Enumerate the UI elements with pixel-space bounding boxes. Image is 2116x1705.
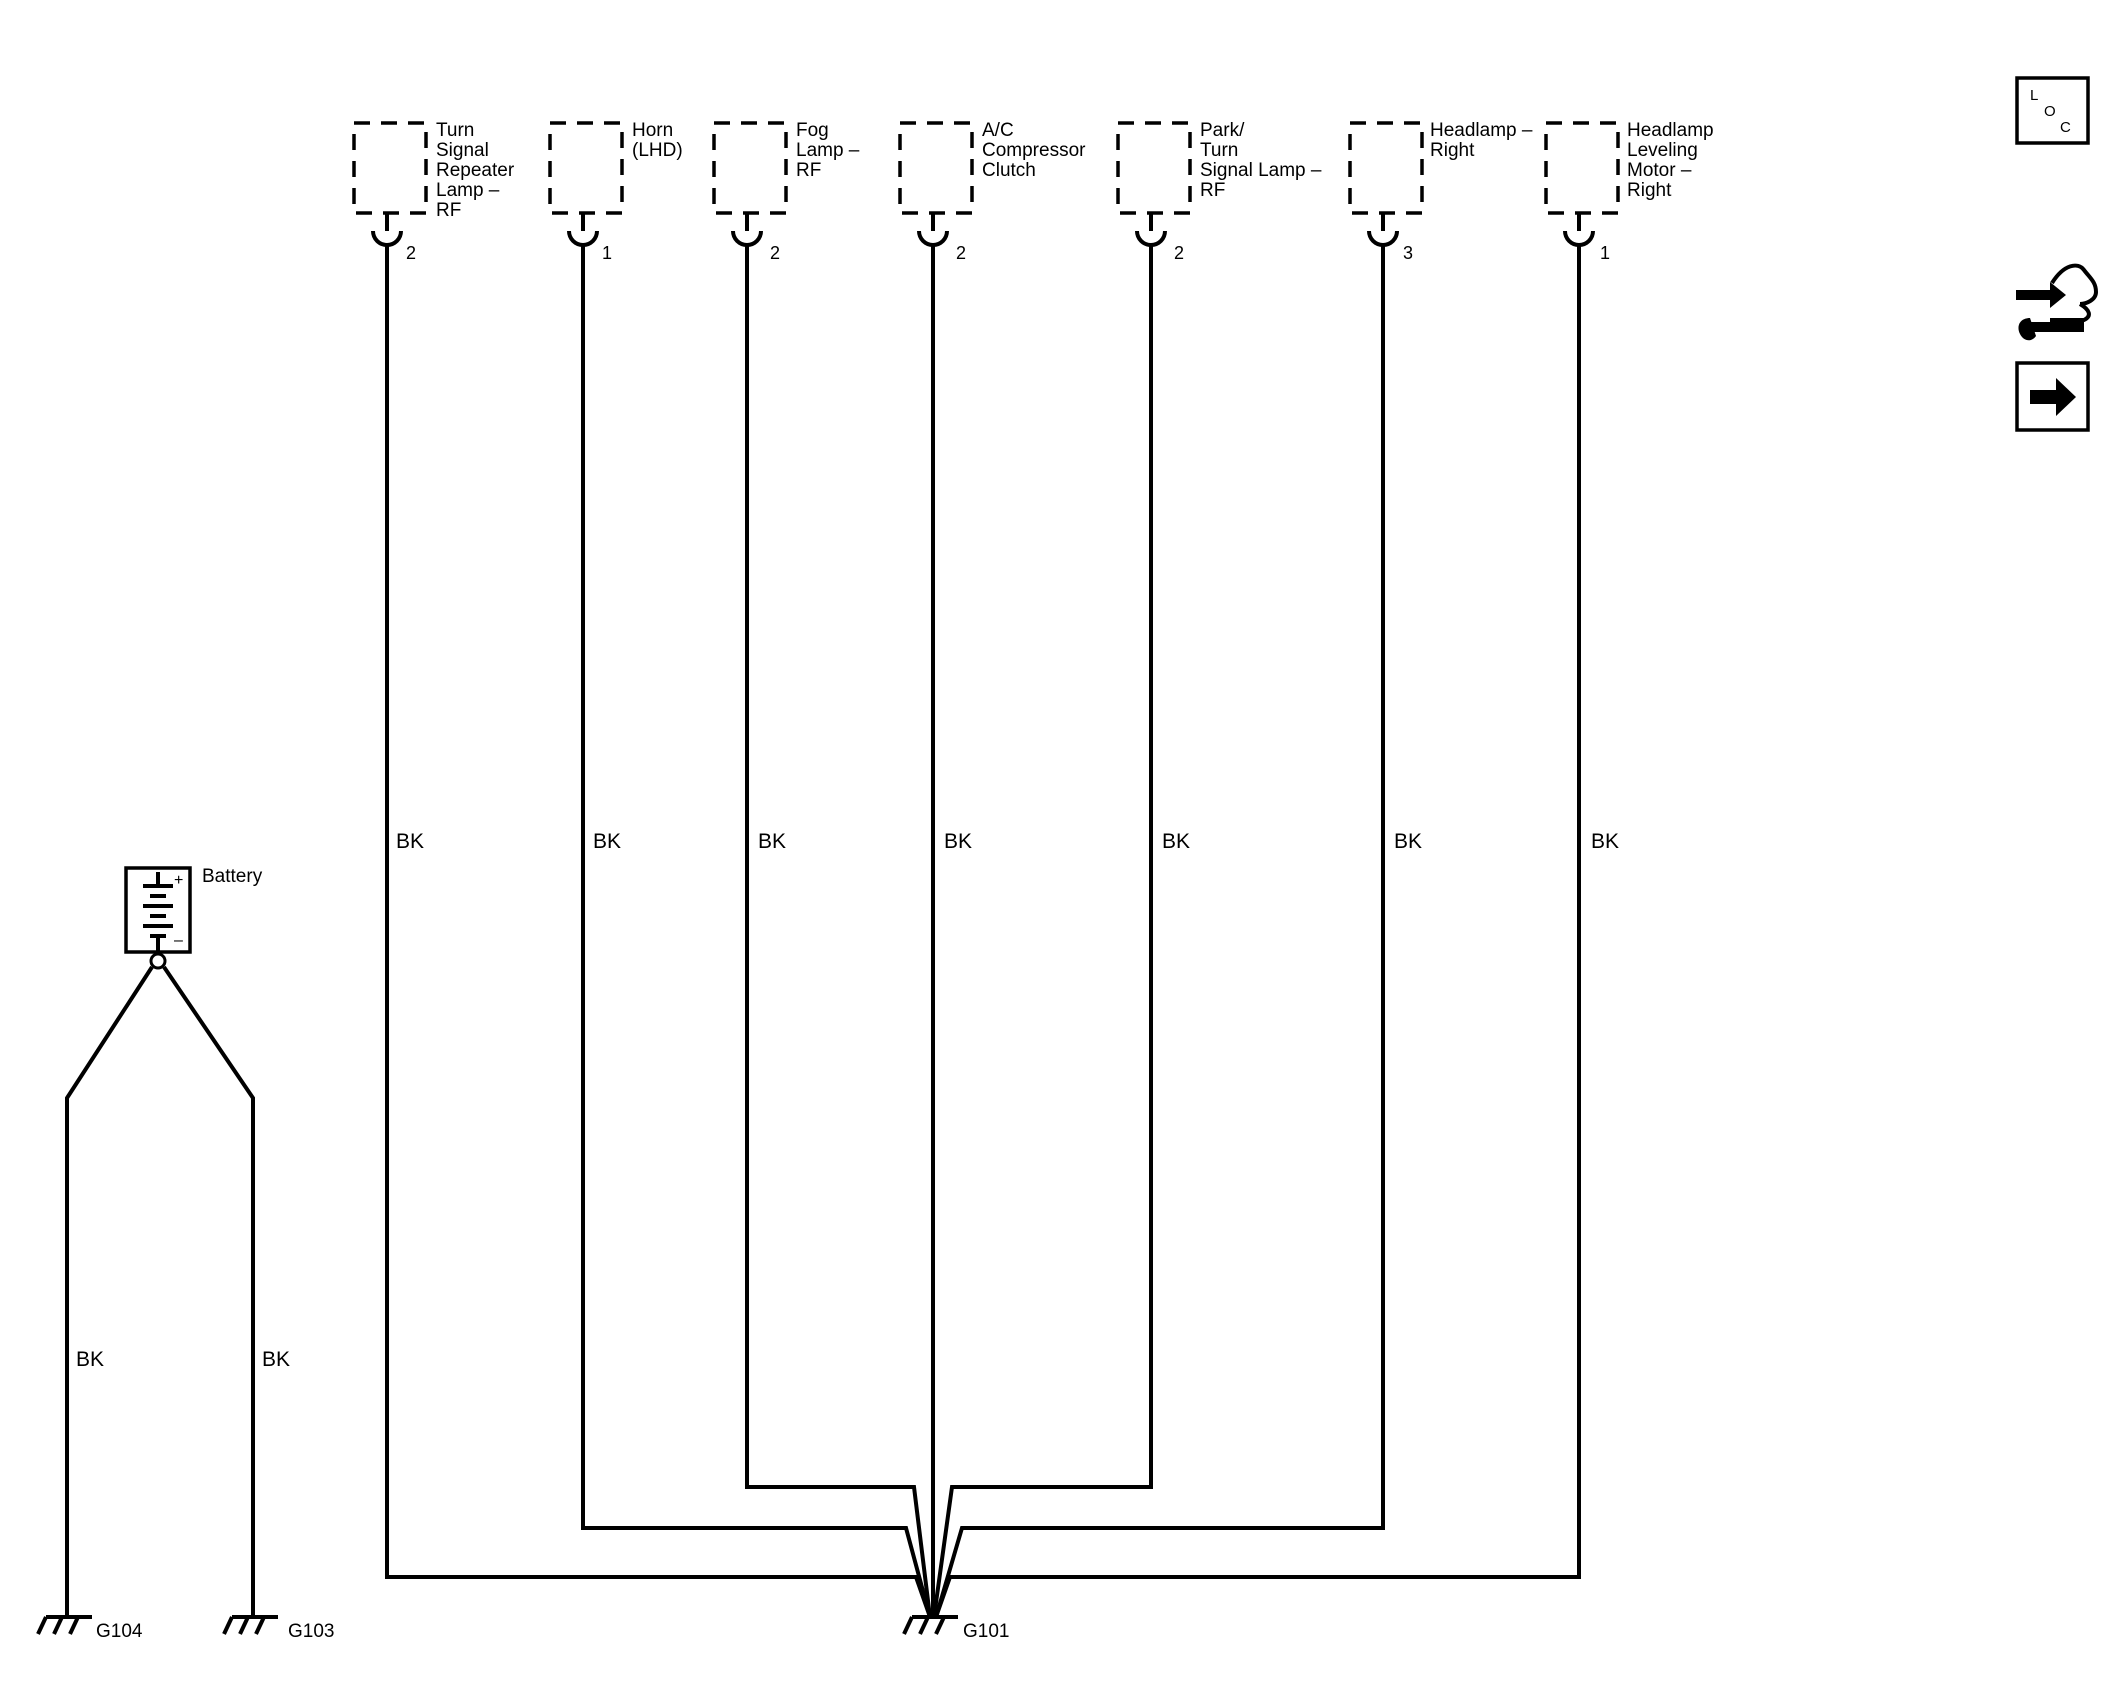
component-label-line: Lamp – [436, 180, 500, 201]
ground-hatch [934, 1616, 946, 1635]
connector-cup-icon [1367, 230, 1399, 247]
pin-number: 1 [1600, 243, 1610, 263]
battery-plus-sign: + [174, 872, 183, 889]
loc-letter: O [2044, 103, 2056, 120]
connector-cup-icon [1135, 230, 1167, 247]
pin-number: 2 [406, 243, 416, 263]
component-outline [352, 121, 428, 215]
ground-wires-g101 [385, 245, 1581, 1618]
next-page-arrow-icon[interactable] [2015, 361, 2090, 432]
ground-hatch [902, 1616, 914, 1635]
component-outline [712, 121, 788, 215]
component-label-line: Signal Lamp – [1200, 160, 1322, 181]
wire-color-label: BK [593, 830, 621, 853]
component-label-line: Compressor [982, 140, 1086, 161]
wire-battery-g104 [65, 965, 154, 1617]
ground-hatch [36, 1616, 48, 1635]
connector-cup-icon [731, 230, 763, 247]
battery-symbol-icon [143, 872, 173, 951]
ground-g104: G104 [36, 1615, 143, 1642]
component-headlamp-leveling-motor-right[interactable]: Headlamp Leveling Motor – Right 1 BK [1544, 120, 1714, 853]
battery-box [124, 866, 192, 954]
pin-number: 2 [956, 243, 966, 263]
pin-number: 3 [1403, 243, 1413, 263]
connector-cup-icon [371, 230, 403, 247]
component-outline [548, 121, 624, 215]
component-outline [1116, 121, 1192, 215]
wire-fog-lamp [745, 245, 932, 1618]
component-outline [1348, 121, 1424, 215]
component-turn-signal-repeater-lamp-rf[interactable]: Turn Signal Repeater Lamp – RF 2 BK [352, 120, 515, 853]
ground-hatch [238, 1616, 250, 1635]
component-label-line: RF [1200, 180, 1225, 201]
component-locator-icon[interactable]: L O C [2015, 76, 2090, 145]
component-label-line: Motor – [1627, 160, 1692, 181]
component-headlamp-right[interactable]: Headlamp – Right 3 BK [1348, 120, 1533, 853]
pin-number: 1 [602, 243, 612, 263]
wire-turn-signal-repeater [385, 245, 932, 1618]
connector-cup-icon [567, 230, 599, 247]
component-label-line: A/C [982, 120, 1014, 141]
wire-color-label: BK [262, 1348, 290, 1371]
ground-hatch [222, 1616, 234, 1635]
component-label-line: Horn [632, 120, 673, 141]
battery-label: Battery [202, 866, 263, 887]
pin-number: 2 [1174, 243, 1184, 263]
battery-terminal [149, 952, 167, 970]
component-park-turn-signal-lamp-rf[interactable]: Park/ Turn Signal Lamp – RF 2 BK [1116, 120, 1322, 853]
ground-label: G103 [288, 1621, 334, 1642]
component-outline [898, 121, 974, 215]
wire-color-label: BK [944, 830, 972, 853]
component-fog-lamp-rf[interactable]: Fog Lamp – RF 2 BK [712, 120, 860, 853]
component-label-line: Lamp – [796, 140, 860, 161]
component-horn-lhd[interactable]: Horn (LHD) 1 BK [548, 120, 683, 853]
loc-letter: C [2060, 119, 2071, 136]
component-label-line: Turn [1200, 140, 1238, 161]
connector-cup-icon [917, 230, 949, 247]
wire-color-label: BK [76, 1348, 104, 1371]
connector-repair-icon[interactable] [2016, 263, 2099, 341]
component-label-line: (LHD) [632, 140, 683, 161]
component-label-line: Repeater [436, 160, 515, 181]
battery-minus-sign: – [174, 932, 183, 949]
component-label-line: RF [436, 200, 461, 221]
component-outline [1544, 121, 1620, 215]
loc-letter: L [2030, 87, 2038, 104]
battery[interactable]: + – Battery BK BK [65, 866, 290, 1617]
wire-park-turn-lamp [932, 245, 1153, 1618]
ground-label: G101 [963, 1621, 1009, 1642]
wire-color-label: BK [1162, 830, 1190, 853]
component-label-line: Right [1627, 180, 1672, 201]
ground-hatch [254, 1616, 266, 1635]
wire-headlamp-leveling [934, 245, 1581, 1618]
component-label-line: Signal [436, 140, 489, 161]
component-label-line: Headlamp [1627, 120, 1714, 141]
ground-hatch [68, 1616, 80, 1635]
component-label-line: Clutch [982, 160, 1036, 181]
wire-color-label: BK [396, 830, 424, 853]
component-label-line: Turn [436, 120, 474, 141]
wire-headlamp-right [934, 245, 1385, 1618]
component-ac-compressor-clutch[interactable]: A/C Compressor Clutch 2 BK [898, 120, 1086, 853]
component-label-line: Right [1430, 140, 1475, 161]
component-label-line: Headlamp – [1430, 120, 1533, 141]
connector-cup-icon [1563, 230, 1595, 247]
component-label-line: Fog [796, 120, 829, 141]
wire-color-label: BK [1394, 830, 1422, 853]
component-label-line: RF [796, 160, 821, 181]
ground-g101: G101 [902, 1615, 1009, 1642]
ground-hatch [918, 1616, 930, 1635]
wire-battery-g103 [162, 965, 255, 1617]
ground-g103: G103 [222, 1615, 334, 1642]
ground-hatch [52, 1616, 64, 1635]
wire-color-label: BK [758, 830, 786, 853]
component-label-line: Park/ [1200, 120, 1245, 141]
wire-color-label: BK [1591, 830, 1619, 853]
wire-horn [581, 245, 932, 1618]
pin-number: 2 [770, 243, 780, 263]
ground-label: G104 [96, 1621, 143, 1642]
component-label-line: Leveling [1627, 140, 1698, 161]
